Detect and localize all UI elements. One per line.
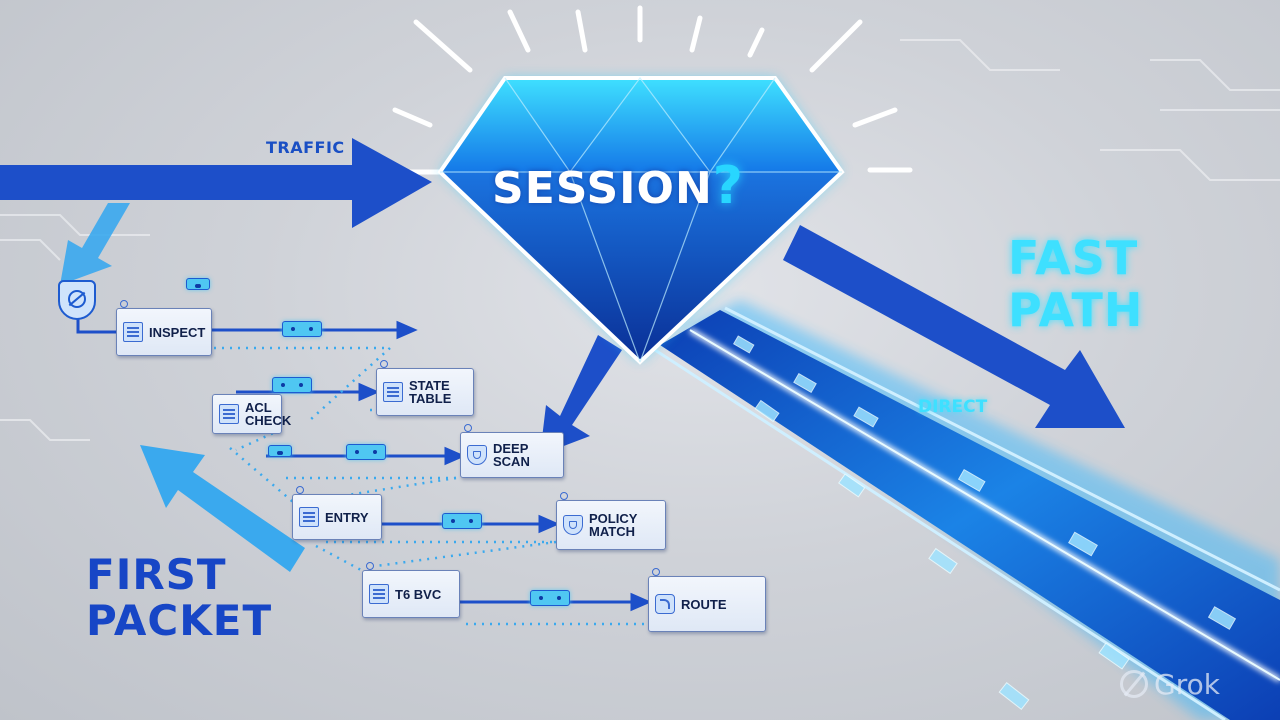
- step-route: ROUTE: [648, 568, 766, 632]
- first-packet-arrow: [140, 445, 305, 572]
- shield-icon: [563, 515, 583, 535]
- magnifier-icon: [652, 568, 660, 576]
- packet-chip: [282, 321, 322, 337]
- packet-chip: [442, 513, 482, 529]
- grok-watermark: Grok: [1120, 664, 1270, 704]
- magnifier-icon: [464, 424, 472, 432]
- packet-chip: [272, 377, 312, 393]
- step-label: ENTRY: [325, 509, 369, 525]
- burst-rays: [392, 5, 913, 175]
- magnifier-icon: [296, 486, 304, 494]
- traffic-down-arrow: [60, 203, 130, 285]
- session-to-scan-arrow: [540, 335, 622, 455]
- packet-chip: [346, 444, 386, 460]
- list-icon: [369, 584, 389, 604]
- grok-logo-icon: [1120, 670, 1148, 698]
- circuit-traces: [0, 39, 1280, 441]
- list-icon: [123, 322, 143, 342]
- session-label: SESSION?: [492, 156, 744, 216]
- step-t6-bvc: Τ6 ΒVC: [362, 562, 460, 618]
- firewall-shield-icon: [58, 280, 96, 320]
- magnifier-icon: [366, 562, 374, 570]
- step-label: Τ6 ΒVC: [395, 586, 442, 602]
- fast-path-arrow: [783, 225, 1125, 428]
- traffic-arrow: [0, 138, 432, 228]
- list-icon: [219, 404, 239, 424]
- session-gem: [437, 76, 845, 365]
- traffic-label: TRAFFIC: [266, 138, 345, 157]
- fast-path-road: [654, 300, 1280, 720]
- step-label: INSPECT: [149, 324, 206, 340]
- packet-chip: [530, 590, 570, 606]
- step-label: ROUTE: [681, 596, 727, 612]
- step-inspect: INSPECT: [116, 300, 212, 356]
- route-icon: [655, 594, 675, 614]
- list-icon: [383, 382, 403, 402]
- packet-chip: [186, 278, 210, 290]
- magnifier-icon: [380, 360, 388, 368]
- magnifier-icon: [120, 300, 128, 308]
- packet-chip: [268, 445, 292, 457]
- direct-label: DIRECT: [918, 397, 988, 417]
- magnifier-icon: [560, 492, 568, 500]
- list-icon: [299, 507, 319, 527]
- step-entry: ENTRY: [292, 486, 382, 540]
- shield-icon: [467, 445, 487, 465]
